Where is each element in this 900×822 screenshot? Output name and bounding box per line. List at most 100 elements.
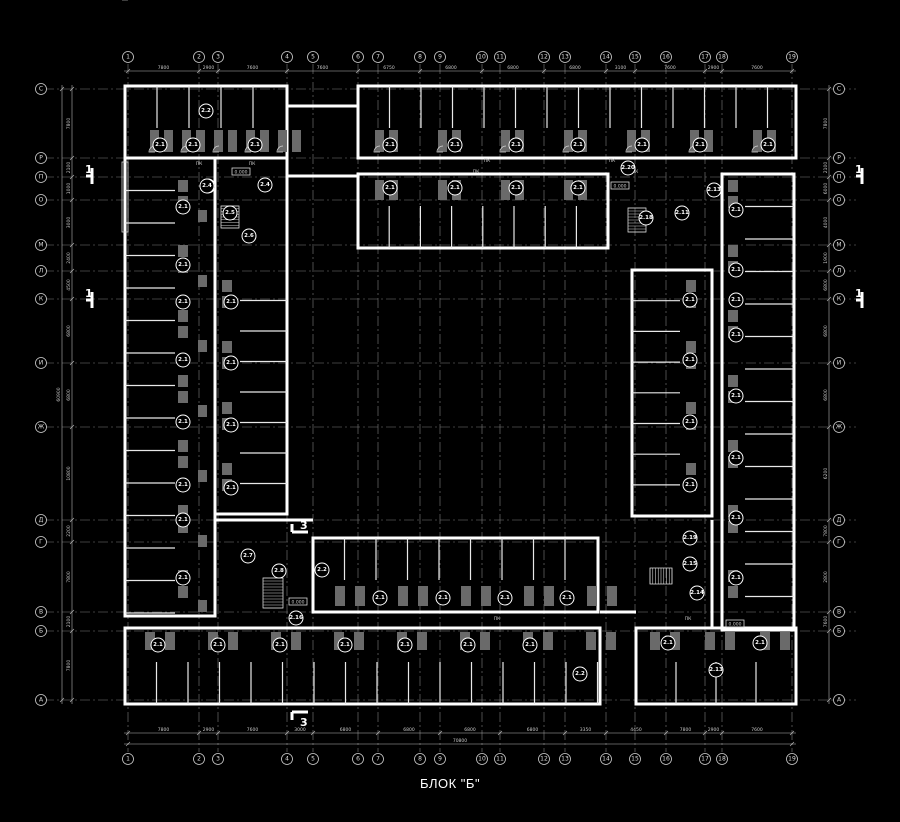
axis-bubble bbox=[833, 265, 845, 277]
apartment-tag-circle bbox=[508, 180, 524, 196]
bathroom-block bbox=[480, 632, 490, 650]
dim-value: 7600 bbox=[823, 616, 829, 628]
apartment-tag-circle bbox=[508, 137, 524, 153]
axis-label: 7 bbox=[376, 54, 380, 61]
axis-bubble bbox=[35, 694, 47, 706]
bathroom-block bbox=[728, 245, 738, 257]
section-label: 3 bbox=[300, 716, 308, 729]
axis-label: 9 bbox=[438, 756, 442, 763]
bathroom-block bbox=[214, 130, 223, 152]
apartment-tag-circle bbox=[175, 352, 191, 368]
axis-label: А bbox=[39, 697, 44, 704]
axis-label: Д bbox=[39, 517, 44, 524]
dim-tick bbox=[69, 609, 75, 615]
axis-label: 16 bbox=[662, 756, 670, 763]
dim-value: 7800 bbox=[823, 118, 829, 130]
apartment-tag: 2.1 bbox=[500, 595, 510, 601]
apartment-tag-circle bbox=[272, 637, 288, 653]
apartment-tag: 2.1 bbox=[731, 455, 741, 461]
wing-top-right bbox=[356, 84, 798, 160]
apartment-tag: 2.6 bbox=[244, 233, 254, 239]
axis-bubble bbox=[559, 51, 571, 63]
dim-tick bbox=[719, 730, 725, 736]
apartment-tag-circle bbox=[175, 477, 191, 493]
axis-label: М bbox=[836, 242, 841, 249]
apartment-tag-circle bbox=[752, 635, 768, 651]
apartment-tag-circle bbox=[497, 590, 513, 606]
axis-bubble bbox=[476, 753, 488, 765]
axis-bubble bbox=[35, 293, 47, 305]
axis-bubble bbox=[476, 51, 488, 63]
bathroom-block bbox=[753, 130, 762, 152]
axis-label: И bbox=[837, 360, 842, 367]
axis-bubble bbox=[716, 51, 728, 63]
dim-value: 6800 bbox=[507, 65, 519, 71]
apartment-tag-circle bbox=[559, 590, 575, 606]
dim-tick bbox=[69, 697, 75, 703]
wing-bottom-inner bbox=[311, 536, 600, 614]
dim-tick bbox=[69, 268, 75, 274]
dim-tick bbox=[826, 197, 832, 203]
apartment-tag: 2.1 bbox=[731, 332, 741, 338]
apartment-tag-circle bbox=[634, 137, 650, 153]
apartment-tag-circle bbox=[689, 585, 705, 601]
stair-outline bbox=[262, 577, 284, 609]
dim-value: 1000 bbox=[66, 183, 72, 195]
axis-bubble bbox=[35, 421, 47, 433]
bathroom-block bbox=[728, 440, 738, 452]
dim-tick bbox=[196, 68, 202, 74]
apartment-tag: 2.1 bbox=[226, 422, 236, 428]
bathroom-block bbox=[355, 586, 365, 606]
axis-label: 19 bbox=[788, 54, 796, 61]
axis-label: 2 bbox=[197, 54, 201, 61]
axis-bubble bbox=[193, 753, 205, 765]
apartment-tag: 2.1 bbox=[562, 595, 572, 601]
dim-value: 3350 bbox=[580, 727, 592, 733]
axis-label: 1 bbox=[126, 756, 130, 763]
apartment-tag: 2.1 bbox=[153, 642, 163, 648]
dim-value: 6750 bbox=[383, 65, 395, 71]
apartment-tag: 2.1 bbox=[178, 262, 188, 268]
bathroom-block bbox=[586, 632, 596, 650]
bathroom-block bbox=[780, 632, 790, 650]
axis-bubble bbox=[833, 625, 845, 637]
bathroom-block bbox=[165, 632, 175, 650]
axis-bubble bbox=[833, 171, 845, 183]
axis-bubble bbox=[372, 51, 384, 63]
dim-value: 7800 bbox=[66, 660, 72, 672]
bathroom-block bbox=[728, 586, 738, 598]
apartment-tag: 2.1 bbox=[438, 595, 448, 601]
apartment-tag-circle bbox=[247, 137, 263, 153]
apartment-tag: 2.1 bbox=[663, 640, 673, 646]
dim-value: 6800 bbox=[527, 727, 539, 733]
bathroom-block bbox=[564, 180, 573, 200]
apartment-tag: 2.1 bbox=[695, 142, 705, 148]
apartment-tag-circle bbox=[522, 637, 538, 653]
apartment-tag: 2.1 bbox=[250, 142, 260, 148]
dim-tick bbox=[826, 296, 832, 302]
dim-value: 4500 bbox=[66, 279, 72, 291]
dim-tick bbox=[125, 741, 131, 747]
apartment-tag-circle bbox=[728, 292, 744, 308]
axis-label: Б bbox=[837, 628, 841, 635]
dim-tick bbox=[69, 539, 75, 545]
dim-value: 7800 bbox=[66, 118, 72, 130]
apartment-tag-circle bbox=[682, 556, 698, 572]
axis-bubble bbox=[786, 51, 798, 63]
axis-bubble bbox=[212, 51, 224, 63]
bathroom-block bbox=[198, 600, 207, 612]
dim-tick bbox=[826, 539, 832, 545]
bathroom-block bbox=[198, 535, 207, 547]
axis-label: Ж bbox=[836, 424, 843, 431]
dim-tick bbox=[69, 424, 75, 430]
dim-value: 6800 bbox=[66, 389, 72, 401]
apartment-tag: 2.1 bbox=[731, 267, 741, 273]
apartment-tag: 2.1 bbox=[400, 642, 410, 648]
apartment-tag: 2.15 bbox=[683, 561, 697, 567]
dim-value: 7600 bbox=[247, 65, 259, 71]
level-box bbox=[231, 167, 251, 176]
apartment-tag: 2.1 bbox=[178, 482, 188, 488]
axis-label: 16 bbox=[662, 54, 670, 61]
door-swing bbox=[499, 145, 507, 153]
